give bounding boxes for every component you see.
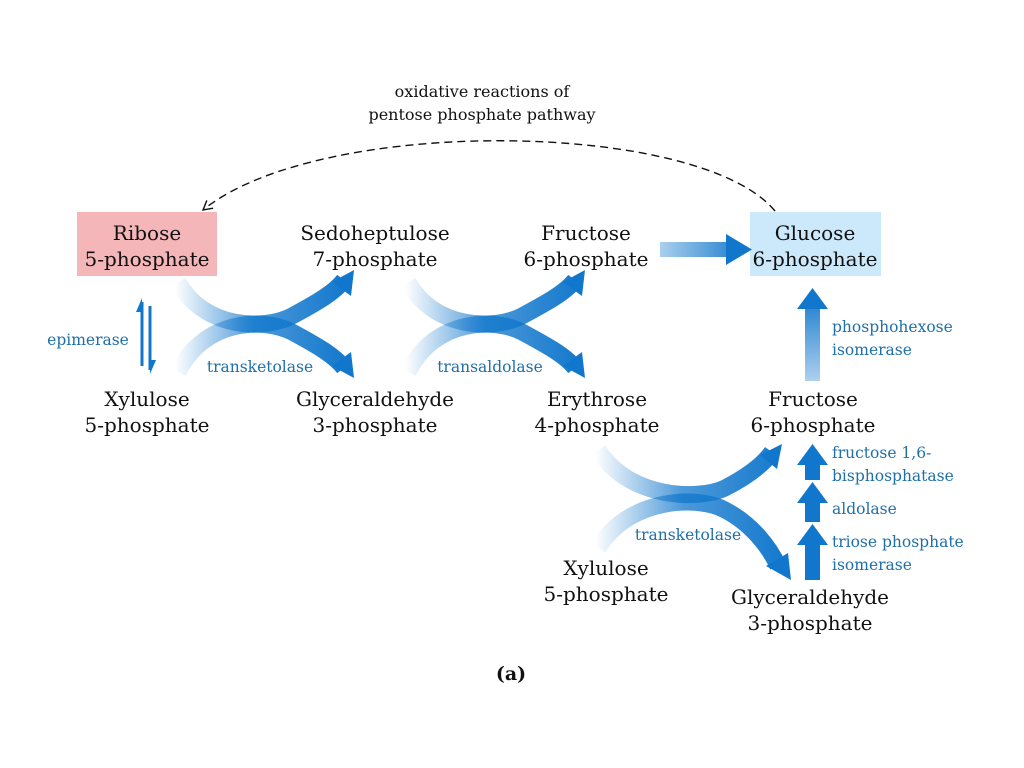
node-glyceraldehyde-3-phosphate-mid: Glyceraldehyde 3-phosphate xyxy=(296,387,454,437)
transaldolase-arrows xyxy=(400,270,585,378)
glyceraldehyde-bottom-label-line2: 3-phosphate xyxy=(748,611,873,635)
xylulose-bottom-label-line2: 5-phosphate xyxy=(544,582,669,606)
ribose-label-line1: Ribose xyxy=(113,221,181,245)
gluconeogenesis-step-arrows xyxy=(797,444,828,580)
node-erythrose-4-phosphate: Erythrose 4-phosphate xyxy=(535,387,660,437)
erythrose-label-line2: 4-phosphate xyxy=(535,413,660,437)
sedoheptulose-label-line2: 7-phosphate xyxy=(313,247,438,271)
ribose-label-line2: 5-phosphate xyxy=(85,247,210,271)
xylulose-left-label-line2: 5-phosphate xyxy=(85,413,210,437)
glucose-label-line1: Glucose xyxy=(775,221,856,245)
glyceraldehyde-bottom-label-line1: Glyceraldehyde xyxy=(731,585,889,609)
fructose-top-label-line2: 6-phosphate xyxy=(524,247,649,271)
enzyme-tpi-line1: triose phosphate xyxy=(832,533,964,551)
node-fructose-6-phosphate-right: Fructose 6-phosphate xyxy=(751,387,876,437)
enzyme-phosphohexose-line1: phosphohexose xyxy=(832,318,953,336)
enzyme-phosphohexose-line2: isomerase xyxy=(832,341,912,359)
epimerase-reversible-arrow xyxy=(136,298,156,374)
sedoheptulose-label-line1: Sedoheptulose xyxy=(300,221,449,245)
fructose-top-label-line1: Fructose xyxy=(541,221,631,245)
node-sedoheptulose-7-phosphate: Sedoheptulose 7-phosphate xyxy=(300,221,449,271)
phosphohexose-isomerase-arrow xyxy=(797,288,828,381)
transketolase-1-arrows xyxy=(170,270,354,378)
fructose-right-label-line2: 6-phosphate xyxy=(751,413,876,437)
enzyme-fbpase-line2: bisphosphatase xyxy=(832,467,954,485)
enzyme-fbpase-line1: fructose 1,6- xyxy=(832,444,931,462)
glyceraldehyde-mid-label-line1: Glyceraldehyde xyxy=(296,387,454,411)
oxidative-note-line2: pentose phosphate pathway xyxy=(368,105,595,124)
node-glucose-6-phosphate: Glucose 6-phosphate xyxy=(753,221,878,271)
glucose-label-line2: 6-phosphate xyxy=(753,247,878,271)
glyceraldehyde-mid-label-line2: 3-phosphate xyxy=(313,413,438,437)
fructose-to-glucose-arrow xyxy=(660,234,752,265)
node-ribose-5-phosphate: Ribose 5-phosphate xyxy=(85,221,210,271)
glucose-highlight-box xyxy=(750,212,881,276)
enzyme-aldolase: aldolase xyxy=(832,500,897,518)
fructose-right-label-line1: Fructose xyxy=(768,387,858,411)
ribose-highlight-box xyxy=(77,212,217,276)
enzyme-transketolase-2: transketolase xyxy=(635,526,741,544)
node-xylulose-5-phosphate-bottom: Xylulose 5-phosphate xyxy=(544,556,669,606)
xylulose-bottom-label-line1: Xylulose xyxy=(563,556,648,580)
enzyme-transaldolase: transaldolase xyxy=(437,358,543,376)
node-glyceraldehyde-3-phosphate-bottom: Glyceraldehyde 3-phosphate xyxy=(731,585,889,635)
transketolase-2-arrows xyxy=(590,444,791,580)
enzyme-transketolase-1: transketolase xyxy=(207,358,313,376)
node-fructose-6-phosphate-top: Fructose 6-phosphate xyxy=(524,221,649,271)
oxidative-note-line1: oxidative reactions of xyxy=(395,82,571,101)
oxidative-dashed-arrow xyxy=(201,140,776,212)
xylulose-left-label-line1: Xylulose xyxy=(104,387,189,411)
figure-caption: (a) xyxy=(496,663,526,685)
enzyme-tpi-line2: isomerase xyxy=(832,556,912,574)
node-xylulose-5-phosphate-left: Xylulose 5-phosphate xyxy=(85,387,210,437)
erythrose-label-line1: Erythrose xyxy=(547,387,647,411)
enzyme-epimerase: epimerase xyxy=(47,331,129,349)
